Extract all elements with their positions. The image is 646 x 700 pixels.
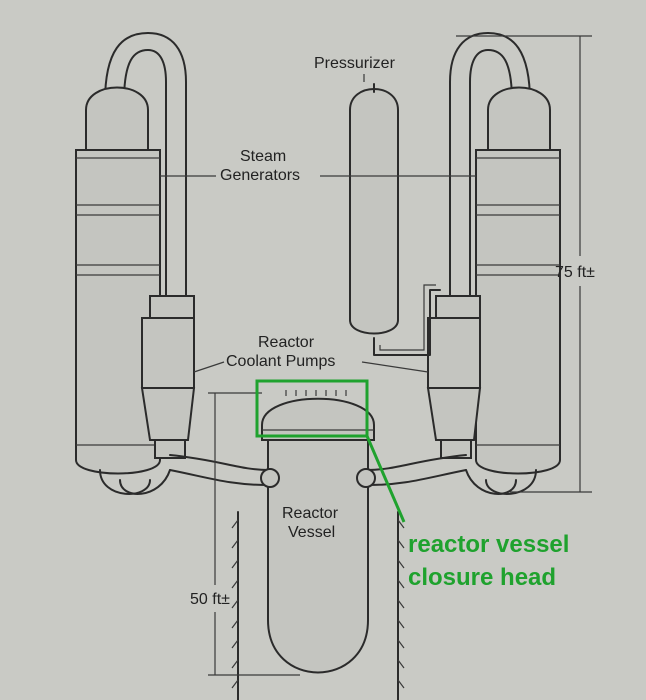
steam-generators-label-line2: Generators (220, 167, 300, 184)
left-reactor-coolant-pump (140, 295, 196, 459)
coolant-pumps-label-line2: Coolant Pumps (226, 353, 335, 370)
height-75-label: 75 ft± (555, 264, 595, 281)
closure-head-callout: reactor vessel closure head (255, 379, 569, 591)
pressurizer-vessel (349, 83, 441, 356)
dimension-50ft: 50 ft± (190, 392, 300, 676)
reactor-vessel-label-line2: Vessel (288, 524, 335, 541)
left-steam-generator (75, 32, 187, 495)
right-reactor-coolant-pump (426, 295, 482, 459)
right-steam-generator (449, 32, 561, 495)
closure-head-highlight-box (255, 379, 369, 438)
cRDM-nozzles (285, 390, 347, 396)
reactor-vessel (261, 390, 375, 674)
steam-generators-label-line1: Steam (240, 148, 286, 165)
reactor-cavity-walls (231, 511, 405, 700)
component-labels: Pressurizer Steam Generators Reactor Coo… (160, 55, 476, 541)
coolant-pumps-leader-right (361, 361, 429, 373)
reactor-vessel-label-line1: Reactor (282, 505, 339, 522)
coolant-pumps-leader-left (193, 361, 225, 373)
height-50-label: 50 ft± (190, 591, 230, 608)
coolant-pumps-label-line1: Reactor (258, 334, 315, 351)
coolant-piping (169, 454, 467, 488)
pressurizer-label: Pressurizer (314, 55, 396, 72)
callout-text-line1: reactor vessel (408, 531, 569, 558)
callout-pointer-line (365, 435, 406, 523)
dimension-75ft: 75 ft± (456, 35, 595, 493)
callout-text-line2: closure head (408, 564, 556, 591)
